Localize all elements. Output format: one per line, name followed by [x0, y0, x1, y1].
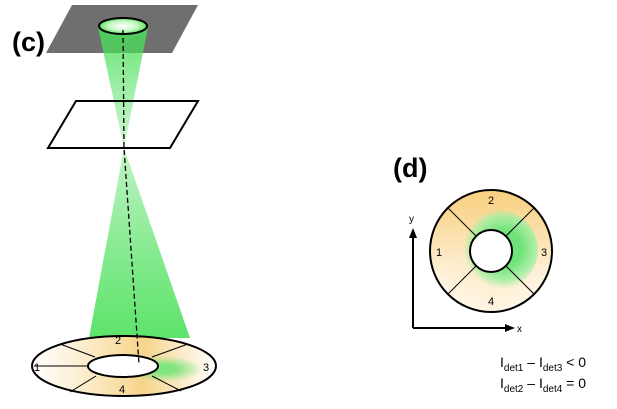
focal-plane — [46, 100, 200, 149]
beam-lower — [89, 148, 190, 338]
segment-c-2: 2 — [115, 335, 121, 347]
x-axis-label: x — [517, 324, 522, 335]
segment-c-1: 1 — [34, 362, 40, 374]
segment-c-4: 4 — [119, 384, 125, 396]
segment-d-3: 3 — [541, 247, 547, 259]
equation-1: Idet1 – Idet3 < 0 — [500, 354, 586, 374]
panel-d-label: (d) — [393, 153, 427, 183]
y-axis-label: y — [409, 214, 414, 225]
segment-c-3: 3 — [203, 362, 209, 374]
detector-ring-c — [31, 335, 217, 397]
panel-c-label: (c) — [12, 27, 45, 57]
axes-d — [409, 228, 515, 332]
equation-2: Idet2 – Idet4 = 0 — [500, 375, 586, 395]
segment-d-1: 1 — [436, 247, 442, 259]
detector-ring-d — [429, 189, 553, 313]
segment-d-2: 2 — [488, 195, 494, 207]
segment-d-4: 4 — [488, 296, 494, 308]
